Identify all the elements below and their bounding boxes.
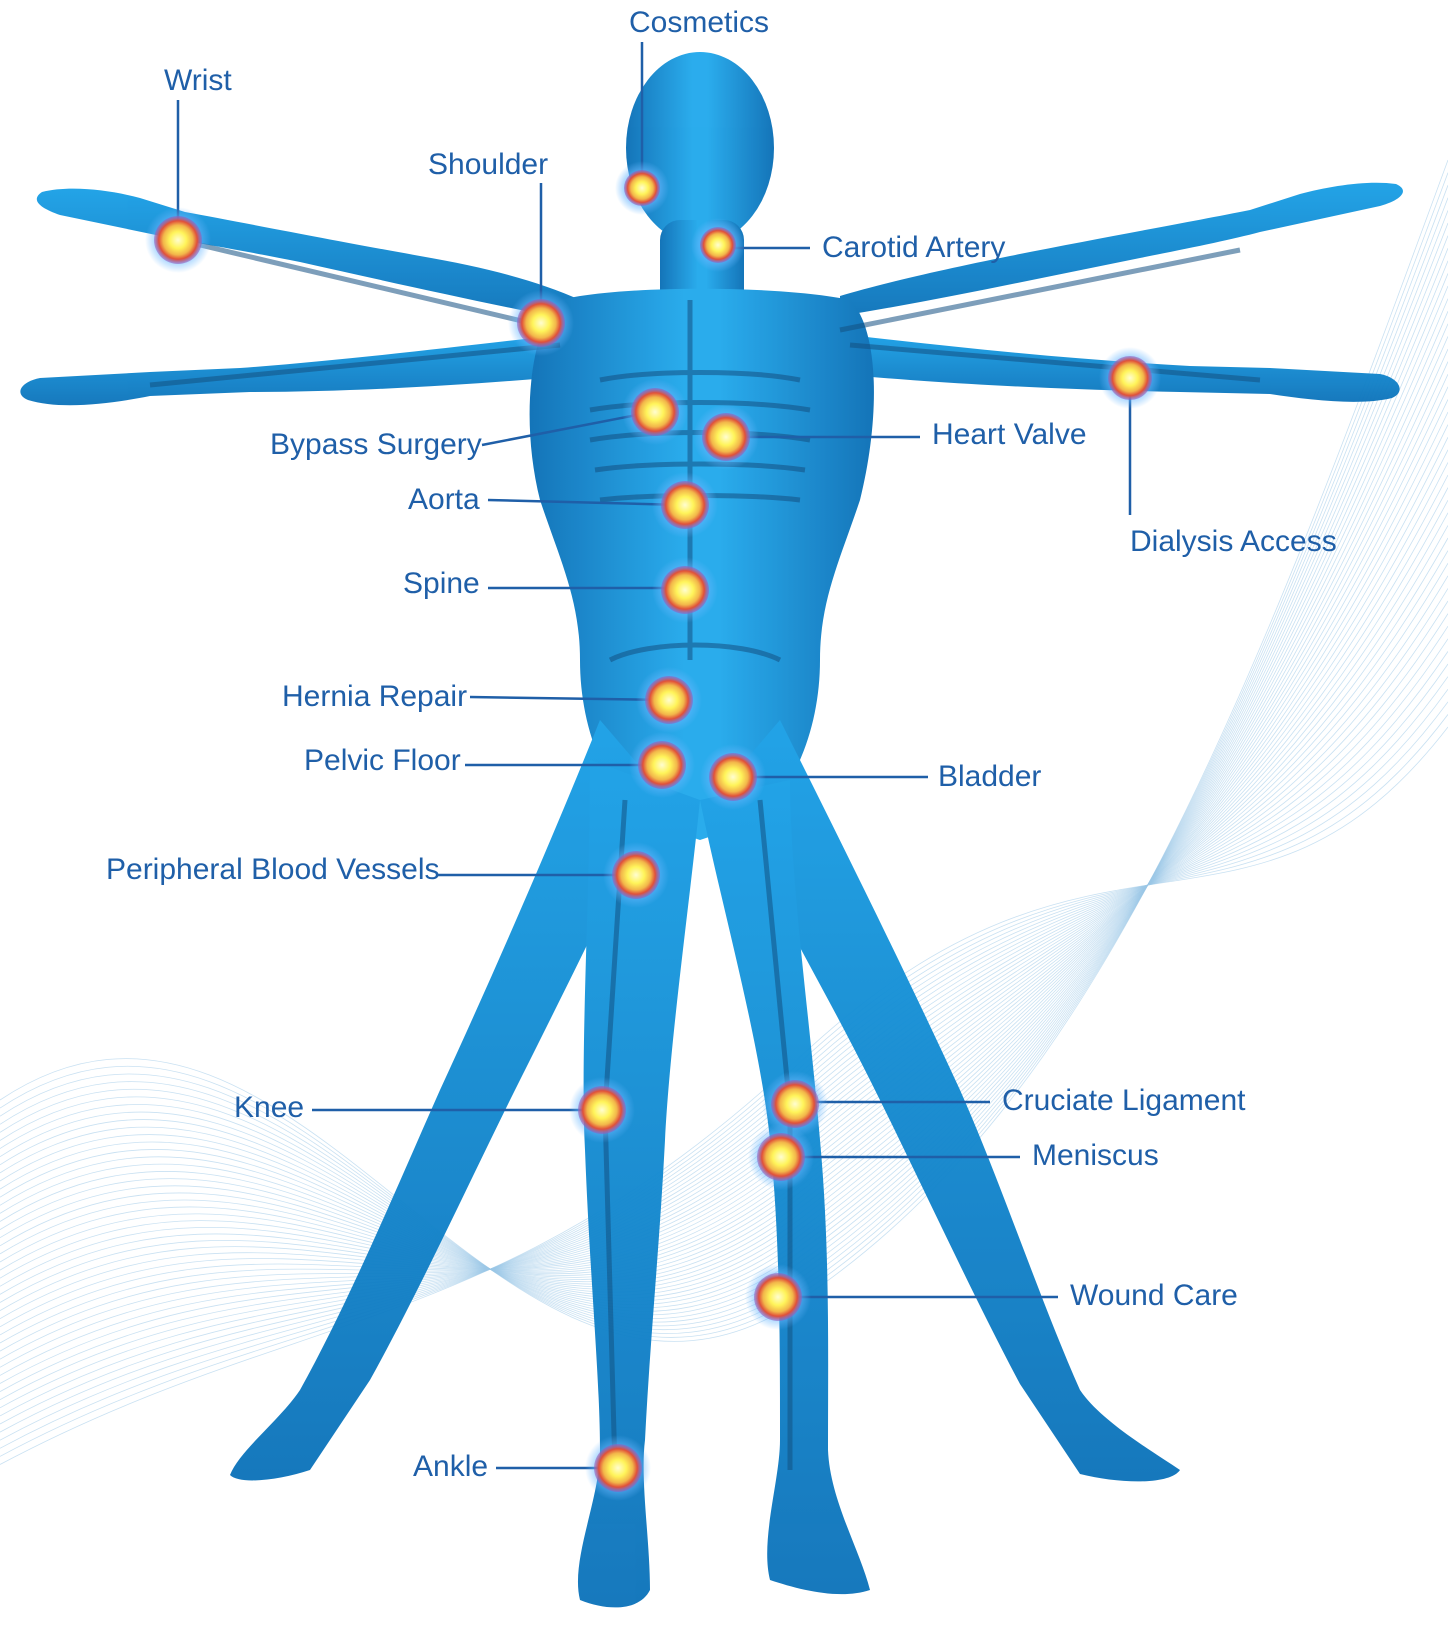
label-spine: Spine <box>403 569 480 599</box>
hotspot-meniscus[interactable] <box>757 1133 805 1181</box>
label-cosmetics: Cosmetics <box>629 8 769 38</box>
label-knee: Knee <box>234 1093 304 1123</box>
hotspot-heart-valve[interactable] <box>702 413 750 461</box>
label-bypass-surgery: Bypass Surgery <box>270 430 482 460</box>
hotspot-bypass-surgery[interactable] <box>631 388 679 436</box>
label-hernia-repair: Hernia Repair <box>282 682 467 712</box>
hotspot-wrist[interactable] <box>154 216 202 264</box>
label-bladder: Bladder <box>938 762 1041 792</box>
hotspot-cosmetics[interactable] <box>624 170 660 206</box>
label-aorta: Aorta <box>408 485 480 515</box>
label-wound-care: Wound Care <box>1070 1281 1238 1311</box>
hotspot-cruciate-ligament[interactable] <box>771 1080 819 1128</box>
hotspot-peripheral-blood-vessels[interactable] <box>612 851 660 899</box>
head <box>626 52 774 244</box>
hotspot-carotid-artery[interactable] <box>700 227 736 263</box>
label-meniscus: Meniscus <box>1032 1141 1159 1171</box>
hotspot-dialysis-access[interactable] <box>1108 356 1152 400</box>
label-ankle: Ankle <box>413 1452 488 1482</box>
label-carotid-artery: Carotid Artery <box>822 233 1005 263</box>
label-heart-valve: Heart Valve <box>932 420 1087 450</box>
label-cruciate-ligament: Cruciate Ligament <box>1002 1086 1245 1116</box>
label-pelvic-floor: Pelvic Floor <box>304 746 461 776</box>
hotspot-aorta[interactable] <box>661 481 709 529</box>
label-wrist: Wrist <box>164 66 232 96</box>
hotspot-bladder[interactable] <box>709 753 757 801</box>
hotspot-spine[interactable] <box>661 566 709 614</box>
hotspot-wound-care[interactable] <box>754 1273 802 1321</box>
hotspot-pelvic-floor[interactable] <box>638 741 686 789</box>
label-dialysis-access: Dialysis Access <box>1130 527 1337 557</box>
hotspot-shoulder[interactable] <box>517 299 565 347</box>
hotspot-knee[interactable] <box>578 1086 626 1134</box>
hotspot-hernia-repair[interactable] <box>645 676 693 724</box>
label-peripheral-blood-vessels: Peripheral Blood Vessels <box>106 855 440 885</box>
raised-left-arm <box>37 189 580 318</box>
hotspot-ankle[interactable] <box>594 1444 642 1492</box>
label-shoulder: Shoulder <box>428 150 548 180</box>
